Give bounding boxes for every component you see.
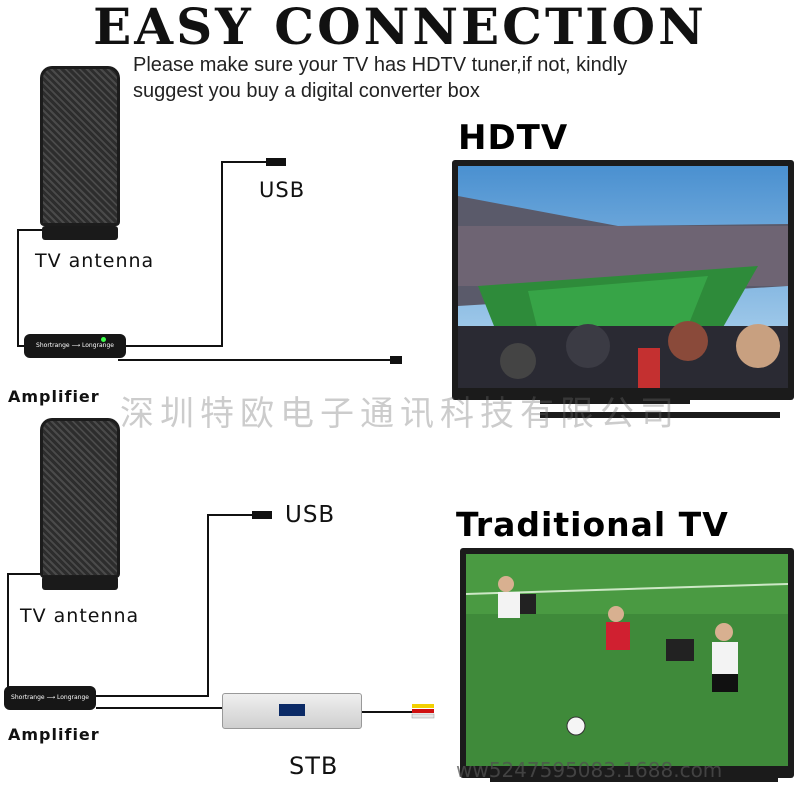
soccer-scene-image — [466, 554, 788, 766]
top-usb-label: USB — [259, 178, 306, 202]
bottom-antenna-base — [42, 576, 118, 590]
stb-display — [279, 704, 305, 716]
site-watermark: ww5247595083.1688.com — [456, 758, 723, 782]
stadium-scene-image — [458, 166, 788, 388]
subtitle-line-2: suggest you buy a digital converter box — [133, 80, 480, 102]
page-subtitle: Please make sure your TV has HDTV tuner,… — [133, 52, 733, 104]
stb-label: STB — [289, 752, 339, 780]
subtitle-line-1: Please make sure your TV has HDTV tuner,… — [133, 54, 628, 76]
bottom-amp-text: Shortrange ⟶ Longrange — [11, 694, 89, 701]
bottom-amplifier: Shortrange ⟶ Longrange — [4, 686, 96, 710]
led-indicator-icon — [101, 337, 106, 342]
top-antenna-label: TV antenna — [35, 250, 155, 272]
traditional-television — [460, 548, 794, 778]
set-top-box — [222, 693, 362, 729]
traditional-tv-screen — [466, 554, 788, 766]
bottom-antenna — [40, 418, 120, 578]
top-amplifier: Shortrange ⟶ Longrange — [24, 334, 126, 358]
bottom-antenna-label: TV antenna — [20, 605, 140, 627]
traditional-tv-stand — [490, 776, 778, 782]
hdtv-screen — [458, 166, 788, 388]
hdtv-label: HDTV — [458, 118, 569, 158]
top-amp-text: Shortrange ⟶ Longrange — [36, 342, 114, 349]
top-antenna-base — [42, 226, 118, 240]
company-watermark: 深圳特欧电子通讯科技有限公司 — [120, 394, 680, 434]
traditional-tv-label: Traditional TV — [456, 505, 729, 544]
bottom-amplifier-label: Amplifier — [8, 725, 100, 744]
top-antenna — [40, 66, 120, 226]
hdtv-stand-base — [540, 412, 780, 418]
bottom-usb-label: USB — [285, 502, 336, 528]
hdtv-stand — [540, 398, 690, 404]
hdtv-television — [452, 160, 794, 400]
top-amplifier-label: Amplifier — [8, 387, 100, 406]
page-title: EASY CONNECTION — [93, 0, 707, 56]
